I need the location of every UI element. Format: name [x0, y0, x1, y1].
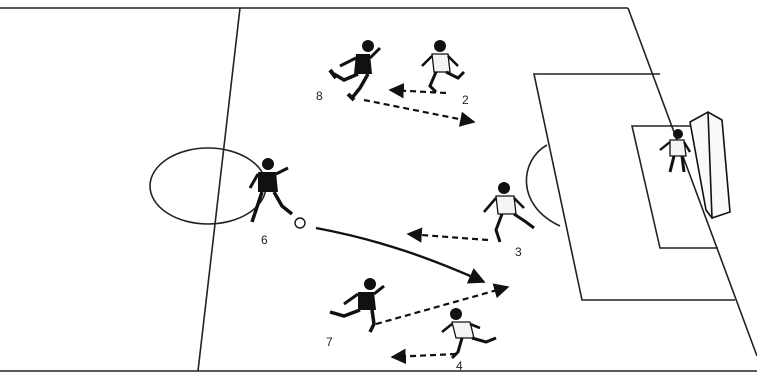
centre-circle: [150, 148, 266, 224]
player-8: [330, 40, 380, 100]
run-arrow-2: [390, 90, 446, 93]
player-4-label: 4: [456, 359, 463, 373]
pass-arrow-6: [316, 228, 484, 282]
pitch-lines: [0, 8, 757, 371]
run-arrow-3: [408, 234, 488, 240]
run-arrow-8: [364, 100, 474, 122]
player-4: [442, 308, 496, 358]
halfway-line: [198, 8, 240, 371]
player-8-label: 8: [316, 89, 323, 103]
run-arrow-7: [376, 287, 508, 324]
run-arrow-4: [392, 354, 456, 357]
player-7-label: 7: [326, 335, 333, 349]
player-2-label: 2: [462, 93, 469, 107]
ball: [295, 218, 305, 228]
player-6-label: 6: [261, 233, 268, 247]
player-6: [250, 158, 292, 222]
goal: [690, 112, 730, 218]
player-3: [484, 182, 534, 242]
player-3-label: 3: [515, 245, 522, 259]
player-2: [422, 40, 464, 92]
goal-line: [628, 8, 757, 356]
player-7: [330, 278, 384, 332]
goalkeeper: [660, 129, 690, 172]
penalty-arc: [526, 145, 560, 226]
